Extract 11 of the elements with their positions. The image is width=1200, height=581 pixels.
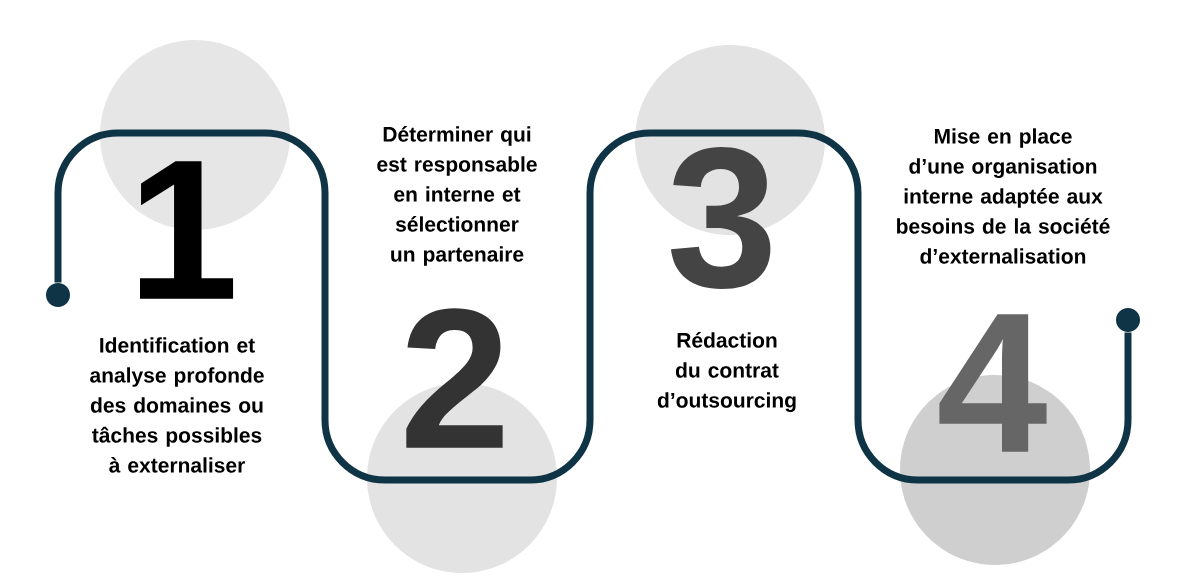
end-dot [1116, 308, 1140, 332]
end-dot [46, 283, 70, 307]
step-description: Identification et analyse profonde des domaines ou tâches possibles à externaliser [90, 337, 264, 473]
step-number: 3 [670, 147, 771, 289]
step-description: Mise en place d’une organisation interne adaptée aux besoins de la société d’externalisation [897, 128, 1110, 264]
timeline-path [54, 129, 1132, 484]
step-description: Rédaction du contrat d’outsourcing [657, 332, 796, 412]
step-number: 4 [939, 314, 1047, 452]
step-number: 2 [406, 308, 503, 448]
step-description: Déterminer qui est responsable en interne et sélectionner un partenaire [377, 126, 537, 266]
step-number: 1 [140, 161, 234, 299]
